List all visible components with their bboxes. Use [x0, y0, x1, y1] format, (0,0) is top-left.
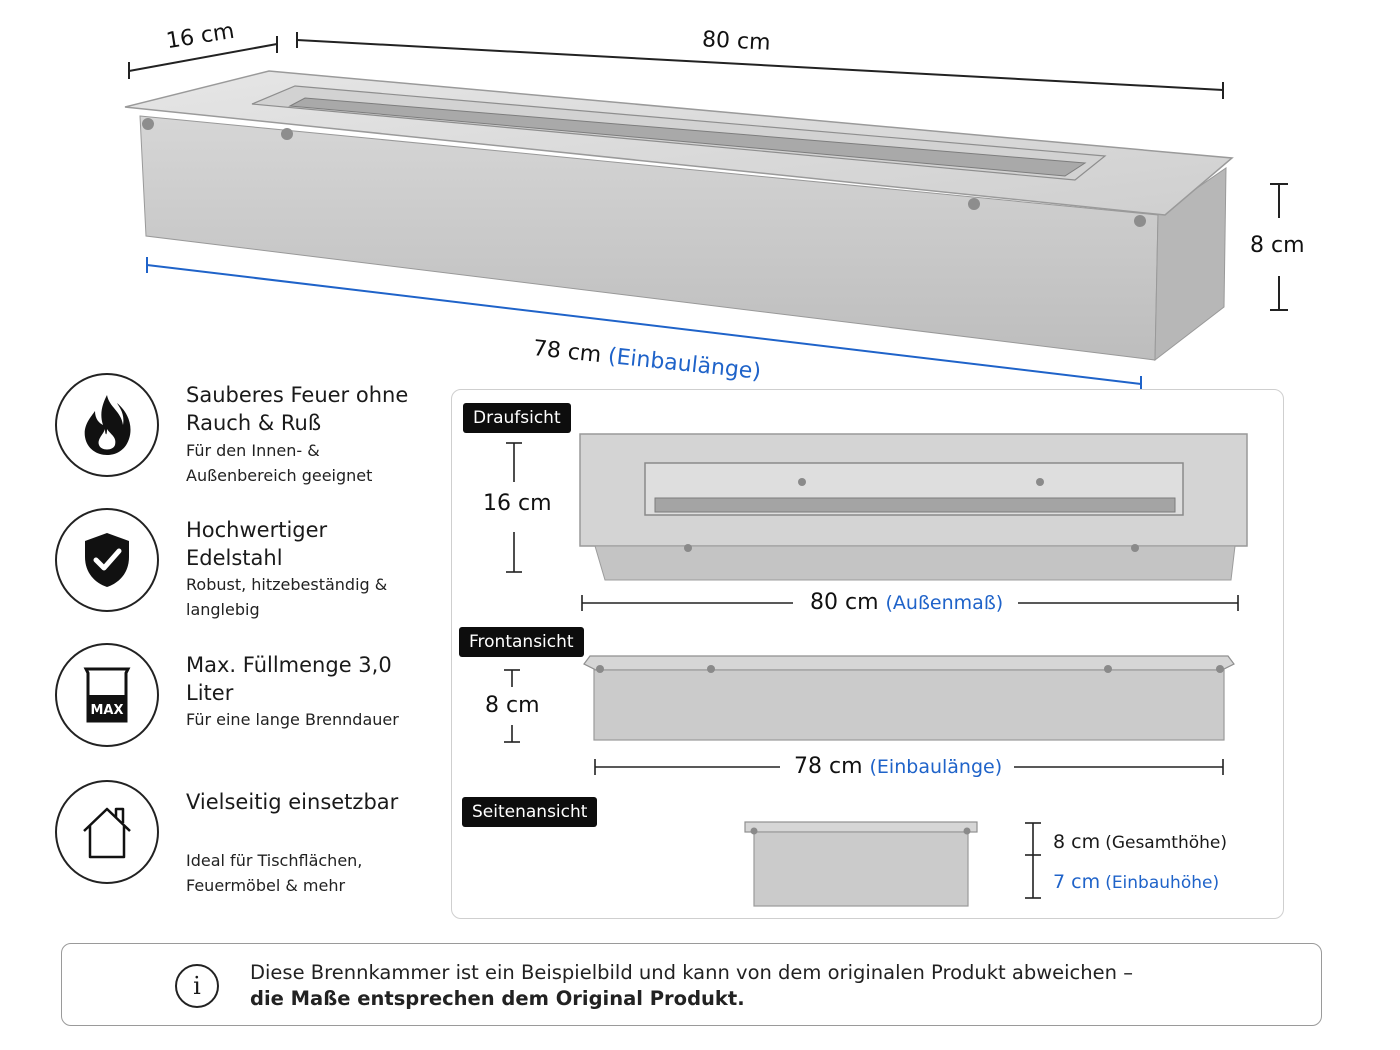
- side-view-install-note: (Einbauhöhe): [1105, 873, 1220, 893]
- disclaimer-box: i Diese Brennkammer ist ein Beispielbild…: [61, 943, 1322, 1026]
- front-view-drawing: [583, 655, 1235, 741]
- feature-icon-circle: [55, 508, 159, 612]
- disclaimer-line-2: die Maße entsprechen dem Original Produk…: [250, 987, 745, 1010]
- feature-icon-circle: [55, 373, 159, 477]
- side-view-tag: Seitenansicht: [462, 797, 598, 827]
- front-view-length-label: 78 cm (Einbaulänge): [794, 754, 1002, 779]
- info-icon: i: [175, 964, 219, 1008]
- shield-check-icon: [85, 533, 129, 587]
- feature-icon-circle: [55, 780, 159, 884]
- max-container-icon: MAX: [83, 667, 131, 723]
- house-icon: [83, 807, 131, 859]
- feature-clean-fire: Sauberes Feuer ohne Rauch & Ruß Für den …: [55, 373, 415, 485]
- depth-dimension-line: [128, 36, 278, 79]
- top-view-length-value: 80 cm: [810, 590, 879, 615]
- feature-versatile: Vielseitig einsetzbar Ideal für Tischflä…: [55, 780, 415, 895]
- length-dimension-line: [296, 32, 1224, 99]
- top-view-tag: Draufsicht: [463, 403, 571, 433]
- feature-subtitle: Ideal für Tischflächen, Feuermöbel & meh…: [186, 851, 363, 895]
- side-view-height-line: [1025, 822, 1041, 899]
- top-view-depth-label: 16 cm: [483, 491, 552, 516]
- side-view-total-value: 8 cm: [1053, 831, 1101, 853]
- feature-subtitle: Robust, hitzebeständig & langlebig: [186, 575, 388, 619]
- front-view-height-label: 8 cm: [485, 693, 540, 718]
- front-view-length-note: (Einbaulänge): [869, 756, 1003, 778]
- feature-subtitle: Für eine lange Brenndauer: [186, 710, 399, 729]
- front-view-length-line: [594, 759, 1224, 775]
- side-view-drawing: [744, 821, 978, 907]
- burner-body: [124, 70, 1234, 362]
- max-icon-text: MAX: [90, 703, 123, 718]
- technical-views-panel: [451, 389, 1284, 919]
- side-view-total-height-label: 8 cm (Gesamthöhe): [1053, 831, 1227, 853]
- top-view-length-line: [581, 595, 1239, 611]
- feature-icon-circle: MAX: [55, 643, 159, 747]
- hero-burner-illustration: [124, 32, 1288, 390]
- side-view-total-note: (Gesamthöhe): [1105, 833, 1227, 853]
- side-view-install-value: 7 cm: [1053, 871, 1101, 893]
- feature-fill-volume: MAX Max. Füllmenge 3,0 Liter Für eine la…: [55, 643, 415, 753]
- hero-length-label: 80 cm: [701, 27, 772, 56]
- side-view-install-height-label: 7 cm (Einbauhöhe): [1053, 871, 1219, 893]
- front-view-tag: Frontansicht: [459, 627, 584, 657]
- feature-title: Sauberes Feuer ohne Rauch & Ruß: [186, 383, 409, 435]
- top-view-length-label: 80 cm (Außenmaß): [810, 590, 1003, 615]
- feature-title: Max. Füllmenge 3,0 Liter: [186, 653, 392, 705]
- feature-subtitle: Für den Innen- & Außenbereich geeignet: [186, 441, 373, 485]
- height-dimension-line: [1270, 183, 1288, 311]
- feature-stainless-steel: Hochwertiger Edelstahl Robust, hitzebest…: [55, 508, 415, 619]
- front-view-height-line: [504, 669, 520, 743]
- front-view-length-value: 78 cm: [794, 754, 863, 779]
- top-view-depth-line: [506, 442, 522, 573]
- disclaimer-line-1: Diese Brennkammer ist ein Beispielbild u…: [250, 961, 1133, 984]
- fire-icon: [84, 395, 131, 455]
- feature-title: Hochwertiger Edelstahl: [186, 518, 328, 570]
- top-view-drawing: [579, 433, 1248, 581]
- top-view-length-note: (Außenmaß): [885, 592, 1004, 614]
- feature-title: Vielseitig einsetzbar: [186, 790, 399, 814]
- hero-height-label: 8 cm: [1250, 233, 1305, 258]
